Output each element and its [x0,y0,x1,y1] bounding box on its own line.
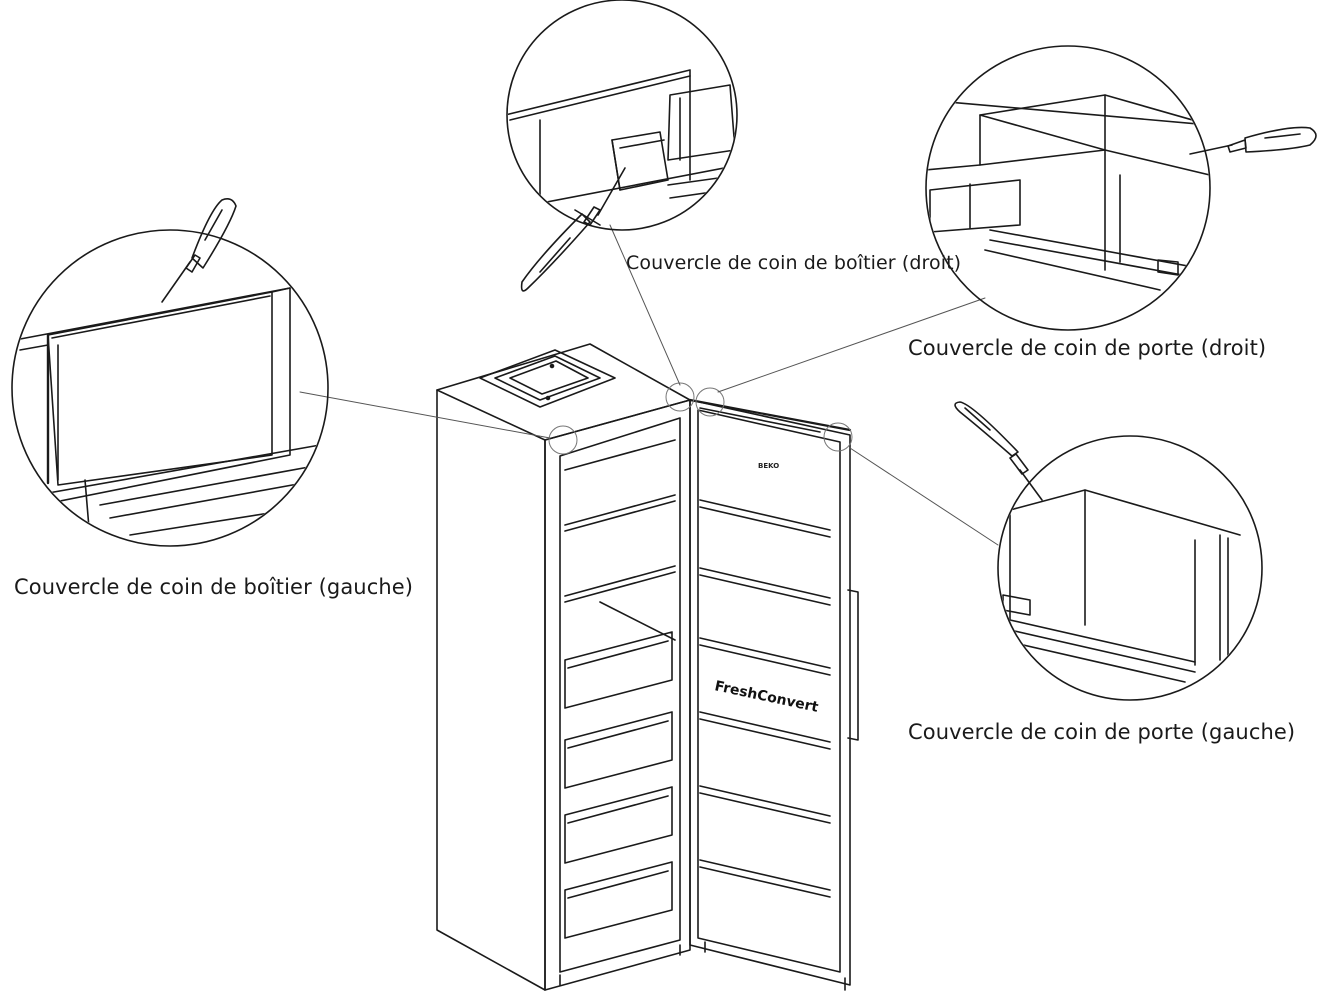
corner-markers [548,382,853,455]
cabinet-opening [559,417,681,973]
label-porte-gauche: Couvercle de coin de porte (gauche) [908,720,1296,744]
label-boitier-gauche: Couvercle de coin de boîtier (gauche) [14,575,414,599]
refrigerator [436,343,859,991]
label-boitier-droit: Couvercle de coin de boîtier (droit) [626,252,962,274]
label-porte-droit: Couvercle de coin de porte (droit) [908,336,1267,360]
detail-porte-gauche [954,401,1263,701]
door-badge: BEKO [758,462,779,470]
cabinet-front [544,399,691,991]
top-hinge-plate [479,349,616,408]
cabinet-shelves [564,439,676,939]
screwdriver-icon [520,167,626,292]
open-door [559,398,859,991]
door-handle [847,589,859,741]
detail-boitier-droit [506,0,738,292]
detail-porte-droit [925,45,1317,331]
cabinet-side [436,389,546,991]
leader-lines [299,224,999,546]
screwdriver-icon [161,198,237,303]
screwdriver-icon [954,401,1043,501]
detail-boitier-gauche [11,198,329,547]
screwdriver-icon [1189,126,1317,155]
fridge-brand-label: FreshConvert [713,678,820,716]
